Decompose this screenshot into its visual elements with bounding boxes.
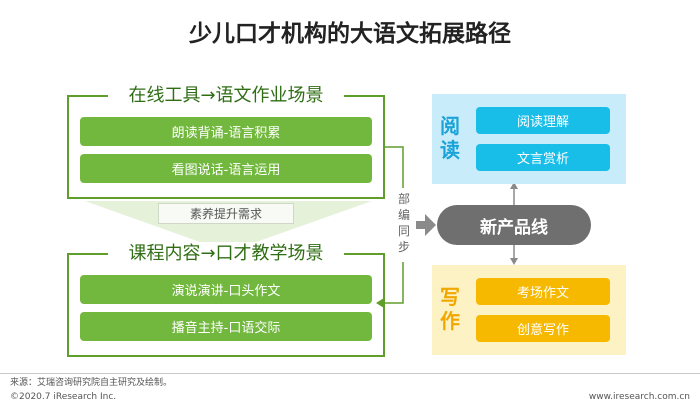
writing-item-1: 考场作文	[476, 278, 610, 305]
reading-item-2: 文言赏析	[476, 144, 610, 171]
reading-item-1: 阅读理解	[476, 107, 610, 134]
bottom-item-1: 演说演讲-口头作文	[80, 275, 372, 304]
writing-label: 写作	[440, 285, 460, 333]
bracket-bottom	[385, 262, 404, 304]
source-note: 来源：艾瑞咨询研究院自主研究及绘制。	[10, 378, 173, 388]
top-section-title: 在线工具→语文作业场景	[108, 84, 344, 108]
funnel-shape	[85, 201, 372, 252]
website-link[interactable]: www.iresearch.com.cn	[588, 392, 690, 402]
bottom-section-title: 课程内容→口才教学场景	[108, 242, 344, 266]
footer-divider	[0, 373, 700, 374]
copyright: ©2020.7 iResearch Inc.	[10, 392, 117, 402]
bracket-top	[385, 146, 404, 188]
side-label: 部编同步	[397, 192, 410, 254]
reading-label: 阅读	[440, 114, 460, 162]
page-title: 少儿口才机构的大语文拓展路径	[189, 21, 511, 47]
link-arrow-down	[510, 258, 518, 265]
new-product-line: 新产品线	[437, 205, 591, 245]
top-item-1: 朗读背诵-语言积累	[80, 117, 372, 146]
bottom-item-2: 播音主持-口语交际	[80, 312, 372, 341]
bottom-section-frame	[67, 253, 385, 357]
link-arrow-up	[510, 182, 518, 189]
requirement-label: 素养提升需求	[158, 203, 294, 224]
top-item-2: 看图说话-语言运用	[80, 154, 372, 183]
top-section-frame	[67, 95, 385, 199]
bracket-bottom-arrowhead	[376, 298, 384, 308]
writing-item-2: 创意写作	[476, 315, 610, 342]
gray-arrow	[416, 214, 436, 236]
